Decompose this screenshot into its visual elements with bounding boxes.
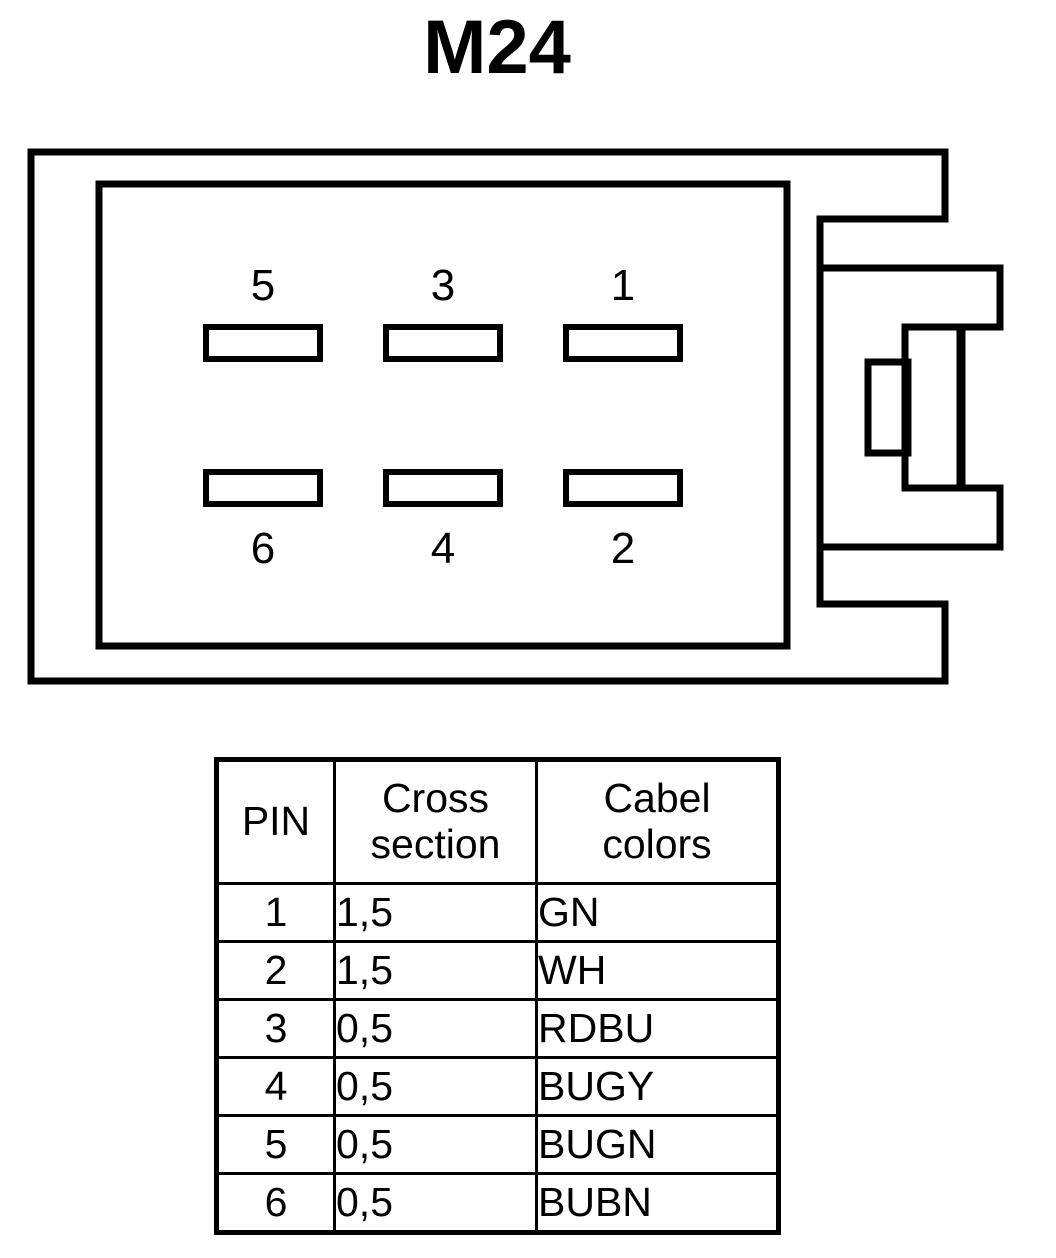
pin-slot-6[interactable] (203, 469, 323, 507)
pin-number-6: 6 (250, 524, 276, 573)
cell-pin: 5 (215, 1114, 336, 1175)
cell-cross-section: 0,5 (333, 1056, 538, 1117)
pin-number-4: 4 (430, 524, 456, 573)
table-row: 6 0,5 BUBN (215, 1172, 780, 1234)
cell-cross-section: 1,5 (333, 882, 538, 943)
cell-cross-section: 0,5 (333, 1114, 538, 1175)
pin-number-2: 2 (610, 524, 636, 573)
cell-cable-colors: BUGY (535, 1056, 780, 1117)
cell-cross-section: 0,5 (333, 998, 538, 1059)
table-row: 3 0,5 RDBU (215, 998, 780, 1059)
pin-number-3: 3 (430, 261, 456, 310)
cell-pin: 3 (215, 998, 336, 1059)
connector-outline-svg (27, 148, 1004, 685)
cell-cross-section: 1,5 (333, 940, 538, 1001)
table-row: 4 0,5 BUGY (215, 1056, 780, 1117)
column-header-cross-section: Cross section (333, 758, 538, 885)
latch-center-tab (901, 323, 966, 492)
cell-cable-colors: RDBU (535, 998, 780, 1059)
cell-pin: 4 (215, 1056, 336, 1117)
connector-diagram: 5 3 1 6 4 2 (27, 148, 1004, 685)
pin-assignment-table: PIN Cross section Cabel colors 1 1,5 GN … (214, 757, 781, 1235)
column-header-cable-colors-line2: colors (602, 821, 712, 867)
column-header-cross-section-line1: Cross (381, 775, 490, 822)
pin-slot-1[interactable] (563, 324, 683, 362)
connector-inner-cavity (95, 180, 791, 650)
pin-number-5: 5 (250, 261, 276, 310)
pin-number-1: 1 (610, 261, 636, 310)
cell-cable-colors: WH (535, 940, 780, 1001)
pin-slot-2[interactable] (563, 469, 683, 507)
table-row: 5 0,5 BUGN (215, 1114, 780, 1175)
latch-inner-tab (864, 358, 912, 457)
column-header-cable-colors: Cabel colors (535, 758, 780, 885)
table-row: 2 1,5 WH (215, 940, 780, 1001)
column-header-cross-section-line2: section (370, 821, 501, 867)
cell-pin: 6 (215, 1172, 336, 1234)
pin-slot-3[interactable] (383, 324, 503, 362)
pin-slot-4[interactable] (383, 469, 503, 507)
cell-cable-colors: BUBN (535, 1172, 780, 1234)
cell-cable-colors: BUGN (535, 1114, 780, 1175)
cell-pin: 2 (215, 940, 336, 1001)
table-row: 1 1,5 GN (215, 882, 780, 943)
pin-slot-5[interactable] (203, 324, 323, 362)
column-header-pin-line1: PIN (241, 798, 311, 845)
pin-assignment-table-wrapper: PIN Cross section Cabel colors 1 1,5 GN … (214, 757, 781, 1235)
column-header-pin: PIN (215, 758, 336, 885)
connector-outer-housing (27, 148, 1004, 685)
cell-cable-colors: GN (535, 882, 780, 943)
page-title: M24 (423, 5, 571, 90)
cell-cross-section: 0,5 (333, 1172, 538, 1234)
column-header-cable-colors-line1: Cabel (603, 775, 711, 822)
cell-pin: 1 (215, 882, 336, 943)
table-header-row: PIN Cross section Cabel colors (215, 758, 780, 885)
